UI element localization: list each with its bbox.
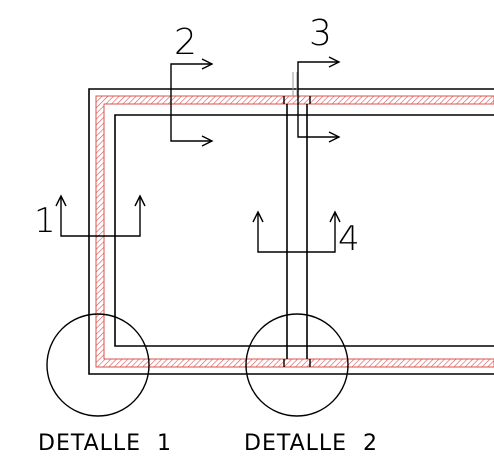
- section-mark-3: 3: [297, 13, 341, 143]
- section-mark-1: 1: [34, 194, 146, 241]
- section-label-2: 2: [174, 22, 197, 63]
- insulation-band: [95, 95, 494, 368]
- detail-label-2: DETALLE 2: [244, 431, 378, 456]
- section-label-3: 3: [309, 13, 332, 54]
- section-label-4: 4: [338, 219, 360, 259]
- section-mark-2: 2: [170, 22, 214, 147]
- exterior-wall: [88, 88, 494, 375]
- inner-wall-line: [114, 114, 494, 347]
- detail-label-1: DETALLE 1: [38, 431, 172, 456]
- partition-wall: [283, 72, 311, 367]
- section-label-1: 1: [34, 201, 56, 241]
- detail-circle-2: [245, 313, 349, 417]
- detail-circle-1: [46, 313, 150, 417]
- section-mark-4: 4: [252, 210, 360, 259]
- outer-wall-line: [88, 88, 494, 375]
